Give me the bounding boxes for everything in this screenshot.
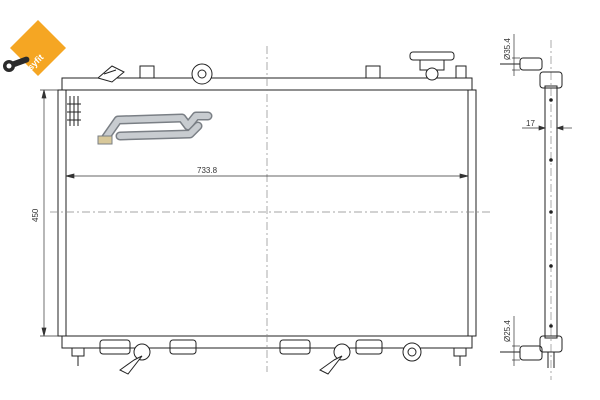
easyfit-logo: easyfit bbox=[3, 20, 66, 79]
width-dimension bbox=[65, 173, 469, 179]
left-fin-marks bbox=[67, 96, 81, 126]
right-side-bracket bbox=[467, 89, 477, 337]
outlet-diameter-label: Ø25.4 bbox=[503, 320, 512, 342]
outlet-diameter-dimension bbox=[512, 316, 520, 366]
top-mount-far-right bbox=[455, 65, 467, 79]
pipe-accessory-image bbox=[97, 111, 213, 145]
outlet-pipe-left bbox=[119, 343, 151, 375]
side-top-tank bbox=[539, 71, 563, 89]
bottom-bracket-1 bbox=[99, 339, 131, 355]
center-lines bbox=[50, 40, 552, 380]
left-side-bracket bbox=[57, 89, 67, 337]
drain-valve bbox=[402, 342, 422, 362]
height-dimension-label: 450 bbox=[31, 208, 40, 222]
inlet-diameter-dimension bbox=[512, 34, 520, 76]
logo-badge bbox=[10, 20, 66, 76]
radiator-front-view bbox=[57, 51, 477, 375]
bottom-mount-right bbox=[453, 347, 467, 357]
top-mount-left bbox=[139, 65, 155, 79]
top-mount-right bbox=[365, 65, 381, 79]
radiator-side-view bbox=[500, 57, 563, 368]
height-dimension bbox=[40, 89, 58, 337]
width-dimension-label: 733.8 bbox=[197, 166, 218, 175]
bottom-bracket-2 bbox=[169, 339, 197, 355]
bottom-bracket-3 bbox=[279, 339, 311, 355]
core-thickness-label: 17 bbox=[526, 119, 535, 128]
wrench-icon bbox=[3, 56, 30, 72]
filler-cap bbox=[409, 51, 455, 81]
bottom-mount-left bbox=[71, 347, 85, 357]
side-inlet bbox=[519, 57, 543, 71]
core-thickness-dimension bbox=[522, 125, 572, 131]
inlet-diameter-label: Ø35.4 bbox=[503, 38, 512, 60]
side-bottom-tank bbox=[539, 335, 563, 353]
top-sensor bbox=[191, 63, 213, 85]
bottom-bracket-4 bbox=[355, 339, 383, 355]
side-core bbox=[544, 85, 558, 339]
outlet-pipe-right bbox=[319, 343, 351, 375]
inlet-pipe bbox=[96, 65, 125, 83]
side-mount-points bbox=[549, 98, 553, 328]
side-outlet bbox=[519, 345, 543, 361]
